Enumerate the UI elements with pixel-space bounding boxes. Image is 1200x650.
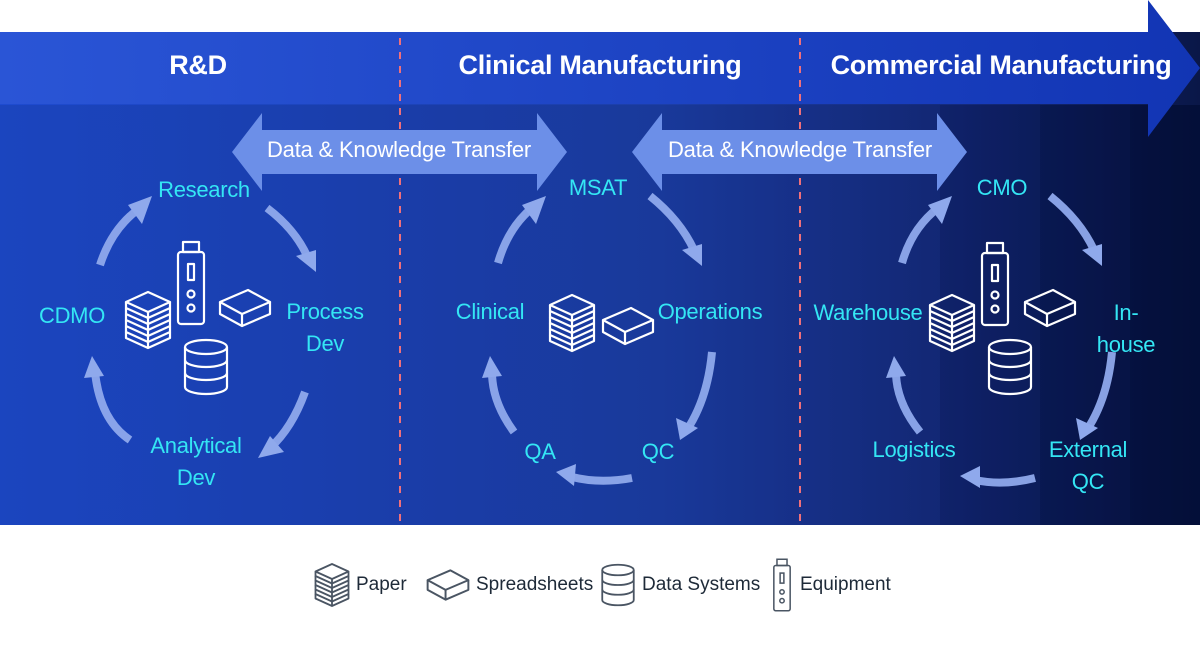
transfer-label-2: Data & Knowledge Transfer [667,137,933,162]
legend-item-equipment: Equipment [770,558,891,612]
transfer-arrow-2 [632,113,967,191]
database-icon [601,563,635,607]
node-cmo: CMO [976,175,1028,200]
phase-banner-arrow [0,0,1200,137]
legend-item-data-systems: Data Systems [600,560,760,610]
node-logistics: Logistics [872,437,956,462]
transfer-label-1: Data & Knowledge Transfer [266,137,532,162]
phase-title-clinical: Clinical Manufacturing [458,50,742,80]
legend: Paper Spreadsheets Data Systems Equipmen… [0,558,1200,620]
paper-icon [314,563,350,607]
node-process-dev: Process Dev [286,299,364,356]
node-msat: MSAT [568,175,628,200]
node-cdmo: CDMO [38,303,106,328]
node-operations: Operations [657,299,763,324]
transfer-arrow-1 [232,113,567,191]
node-clinical: Clinical [455,299,525,324]
node-qc: QC [641,439,675,464]
diagram-background [0,0,1200,525]
node-warehouse: Warehouse [813,300,923,325]
equipment-icon [773,558,791,612]
legend-label: Data Systems [642,574,761,595]
legend-label: Equipment [800,574,891,595]
legend-item-spreadsheets: Spreadsheets [426,560,593,610]
node-research: Research [158,177,250,202]
legend-label: Spreadsheets [476,574,594,595]
legend-item-paper: Paper [314,560,407,610]
spreadsheet-icon [426,569,470,601]
legend-label: Paper [356,574,407,595]
diagram-panel: R&D Clinical Manufacturing Commercial Ma… [0,0,1200,525]
node-qa: QA [524,439,556,464]
node-external-qc: External QC [1048,437,1128,494]
node-in-house: In-house [1096,300,1156,357]
phase-title-commercial: Commercial Manufacturing [830,50,1172,80]
node-analytical-dev: Analytical Dev [150,433,242,490]
phase-title-rnd: R&D [169,50,227,80]
